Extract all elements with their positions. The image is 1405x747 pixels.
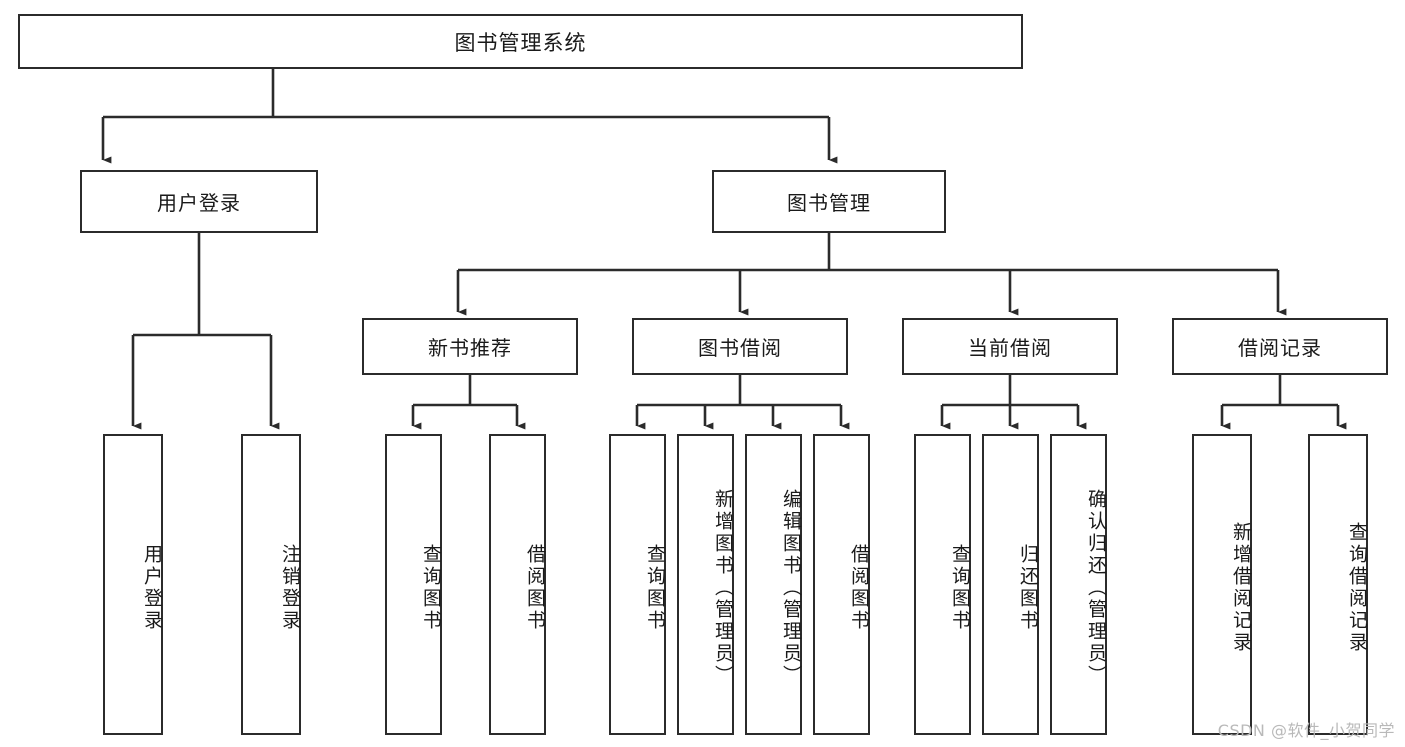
node-root-book-management-system[interactable]: 图书管理系统 [18,14,1023,69]
leaf-current-confirm-return-admin[interactable]: 确认归还（管理员） [1050,434,1107,735]
leaf-user-login-logout[interactable]: 注销登录 [241,434,301,735]
leaf-borrow-edit-book-admin[interactable]: 编辑图书（管理员） [745,434,802,735]
leaf-current-query-book[interactable]: 查询图书 [914,434,971,735]
node-label: 图书借阅 [698,336,782,360]
node-book-borrow[interactable]: 图书借阅 [632,318,848,375]
leaf-borrow-query-book[interactable]: 查询图书 [609,434,666,735]
leaf-borrow-borrow-book[interactable]: 借阅图书 [813,434,870,735]
node-label: 用户登录 [157,191,241,215]
node-label: 查询图书 [644,543,666,632]
leaf-user-login-login[interactable]: 用户登录 [103,434,163,735]
node-label: 注销登录 [279,543,301,632]
node-current-borrow[interactable]: 当前借阅 [902,318,1118,375]
leaf-current-return-book[interactable]: 归还图书 [982,434,1039,735]
watermark: CSDN @软件_小贺同学 [1217,721,1395,740]
node-label: 查询图书 [420,543,442,632]
node-label: 借阅记录 [1238,336,1322,360]
node-label: 新增图书（管理员） [712,488,734,687]
leaf-record-query-record[interactable]: 查询借阅记录 [1308,434,1368,735]
node-label: 当前借阅 [968,336,1052,360]
node-label: 图书管理系统 [454,30,587,55]
node-label: 新增借阅记录 [1230,521,1252,654]
node-user-login[interactable]: 用户登录 [80,170,318,233]
node-label: 确认归还（管理员） [1085,488,1107,687]
node-new-book-recommend[interactable]: 新书推荐 [362,318,578,375]
node-label: 借阅图书 [848,543,870,632]
leaf-new-book-borrow[interactable]: 借阅图书 [489,434,546,735]
leaf-record-add-record[interactable]: 新增借阅记录 [1192,434,1252,735]
node-label: 编辑图书（管理员） [780,488,802,687]
node-label: 新书推荐 [428,336,512,360]
node-label: 归还图书 [1017,543,1039,632]
leaf-borrow-add-book-admin[interactable]: 新增图书（管理员） [677,434,734,735]
node-label: 用户登录 [141,543,163,632]
node-label: 借阅图书 [524,543,546,632]
node-borrow-record[interactable]: 借阅记录 [1172,318,1388,375]
node-book-management[interactable]: 图书管理 [712,170,946,233]
node-label: 查询图书 [949,543,971,632]
leaf-new-book-query[interactable]: 查询图书 [385,434,442,735]
node-label: 查询借阅记录 [1346,521,1368,654]
node-label: 图书管理 [787,191,871,215]
